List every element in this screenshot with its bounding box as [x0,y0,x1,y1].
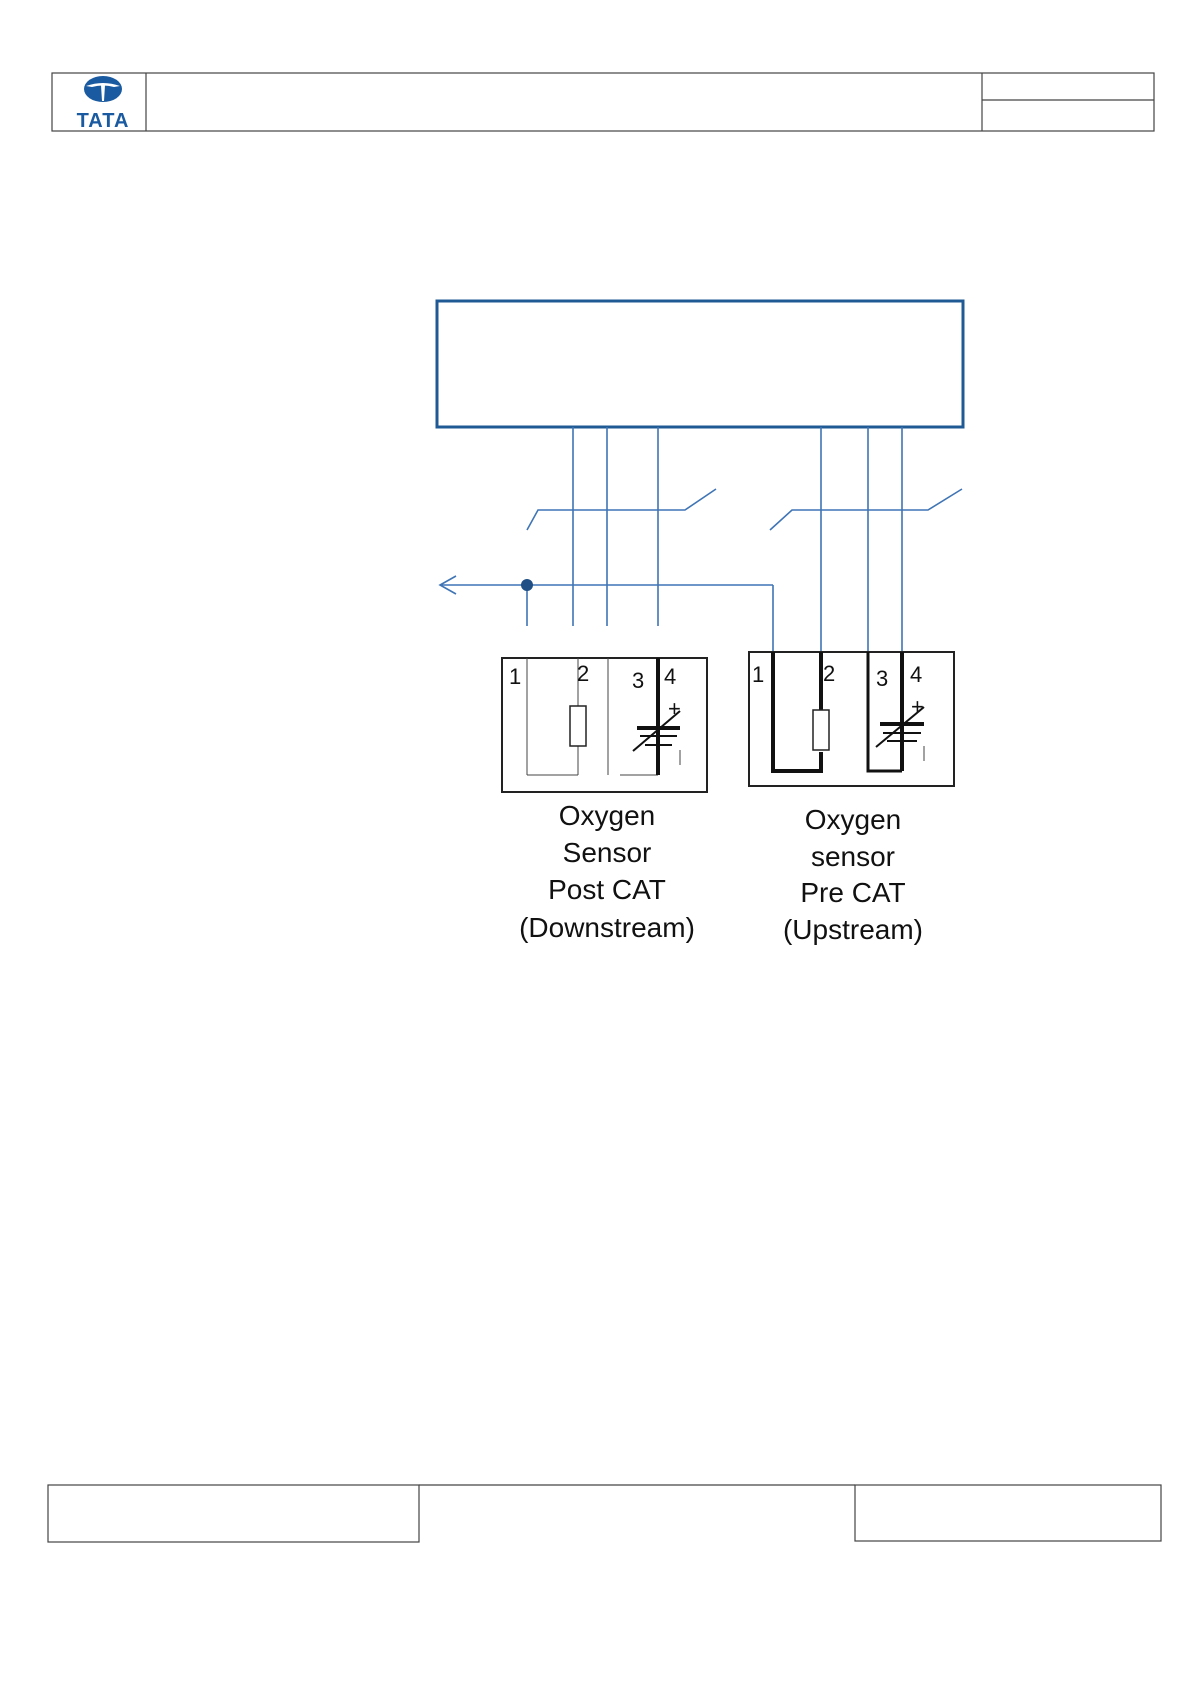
label-line: (Upstream) [783,914,923,945]
label-line: (Downstream) [519,912,695,943]
sensor-pre-cat-box: + 1 2 3 4 [748,651,955,787]
pin-2: 2 [823,661,835,686]
label-line: Oxygen [559,800,656,831]
label-line: Pre CAT [800,877,905,908]
sensor-post-cat-box: + 1 2 3 4 [501,657,708,793]
pin-1: 1 [752,662,764,687]
tata-logo: TATA [77,76,130,132]
ecu-box [435,299,965,429]
heater-resistor [812,709,830,751]
heater-resistor [569,705,587,747]
logo-text: TATA [77,110,130,132]
label-line: Sensor [563,837,652,868]
footer-table [47,1484,1162,1543]
plus-sign: + [911,694,924,719]
pin-4: 4 [664,664,676,689]
label-line: Oxygen [805,804,902,835]
pin-4: 4 [910,662,922,687]
pin-3: 3 [632,668,644,693]
label-line: sensor [811,841,895,872]
pin-2: 2 [577,661,589,686]
wiring [438,427,963,652]
sensor-pre-cat-label: Oxygen sensor Pre CAT (Upstream) [783,804,923,945]
sensor-post-cat-label: Oxygen Sensor Post CAT (Downstream) [519,800,695,943]
junction-dot [521,579,533,591]
pin-3: 3 [876,666,888,691]
pin-1: 1 [509,664,521,689]
header-table [51,72,1155,132]
label-line: Post CAT [548,874,666,905]
plus-sign: + [668,696,681,721]
